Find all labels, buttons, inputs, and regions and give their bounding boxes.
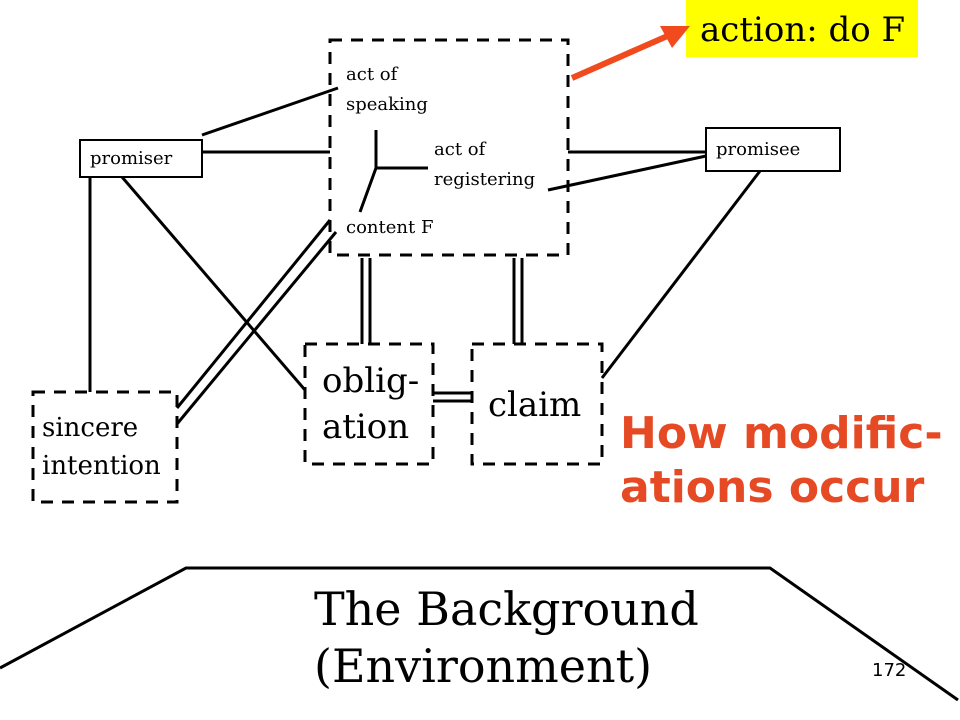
claim-label: claim xyxy=(488,385,581,425)
heading-line2: ations occur xyxy=(620,462,925,513)
claim-box xyxy=(470,342,604,466)
obligation-label-line1: oblig- xyxy=(322,361,419,401)
background-trapezoid xyxy=(0,566,959,702)
speech-act-box xyxy=(328,38,570,257)
action-arrow-shaft xyxy=(570,31,674,81)
sincere-intention-line2: intention xyxy=(42,451,161,481)
background-label-line2: (Environment) xyxy=(314,639,652,693)
sincere-intention-line1: sincere xyxy=(42,413,138,443)
promisee-box xyxy=(705,127,841,172)
act-of-registering-line1: act of xyxy=(434,139,487,160)
action-box xyxy=(686,0,918,57)
act-of-speaking-line2: speaking xyxy=(346,94,428,115)
action-arrow-head xyxy=(660,26,690,48)
internal-connector xyxy=(358,130,428,213)
promiser-box xyxy=(79,139,203,178)
promiser-to-speaking-line xyxy=(201,86,339,137)
intention-to-content-line-a xyxy=(175,219,332,409)
background-label-line1: The Background xyxy=(314,582,699,636)
intention-to-content-line-b xyxy=(175,231,338,425)
heading-line1: How modific- xyxy=(620,408,943,459)
act-of-registering-line2: registering xyxy=(434,169,535,190)
sincere-intention-box xyxy=(31,390,179,504)
connection-lines xyxy=(88,86,762,425)
action-label: action: do F xyxy=(700,10,905,50)
registering-to-promisee-line xyxy=(547,154,707,192)
promisee-label: promisee xyxy=(716,139,800,160)
promiser-label: promiser xyxy=(90,148,173,169)
page-number: 172 xyxy=(872,660,906,681)
obligation-label-line2: ation xyxy=(322,407,409,447)
promiser-to-obligation-line xyxy=(120,176,307,391)
content-f-label: content F xyxy=(346,217,433,238)
promisee-to-claim-line xyxy=(600,170,762,379)
obligation-box xyxy=(303,342,435,466)
act-of-speaking-line1: act of xyxy=(346,64,399,85)
